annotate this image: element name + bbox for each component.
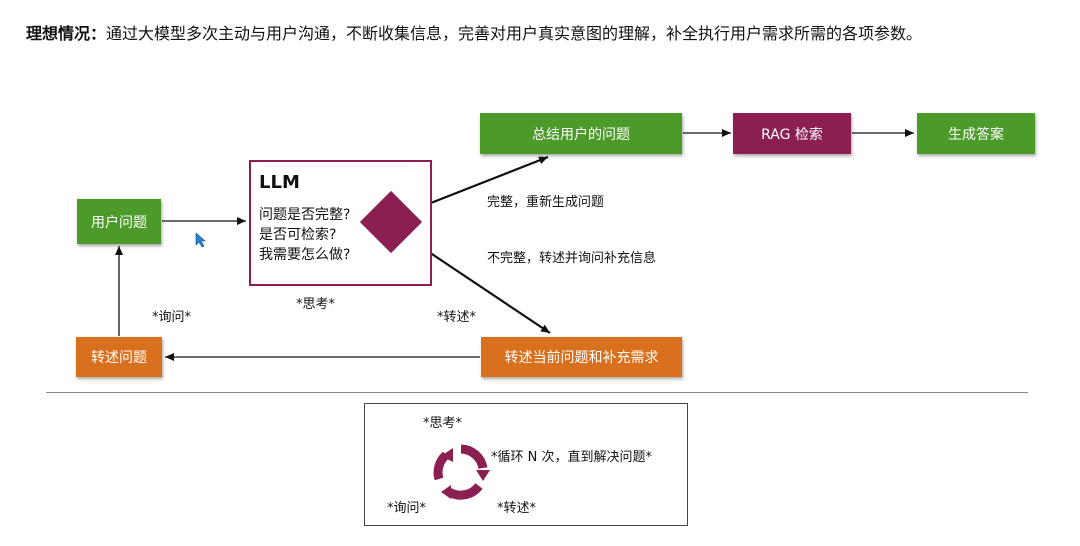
label-ask: *询问* xyxy=(152,310,192,325)
llm-line-retrievable: 是否可检索? xyxy=(259,227,337,243)
node-summarize-label: 总结用户的问题 xyxy=(532,126,630,143)
label-think: *思考* xyxy=(296,297,336,312)
node-restate-question-label: 转述问题 xyxy=(91,350,147,366)
legend-restate: *转述* xyxy=(497,501,537,516)
cycle-icon xyxy=(433,444,490,500)
legend-loop: *循环 N 次，直到解决问题* xyxy=(491,450,652,465)
llm-line-complete: 问题是否完整? xyxy=(259,207,351,223)
label-restate: *转述* xyxy=(437,310,477,325)
node-summarize: 总结用户的问题 xyxy=(480,113,682,154)
node-restate-supplement: 转述当前问题和补充需求 xyxy=(481,337,682,377)
legend-think: *思考* xyxy=(423,416,463,431)
node-user-question-label: 用户问题 xyxy=(91,214,147,231)
legend-ask: *询问* xyxy=(387,501,427,516)
llm-title: LLM xyxy=(259,172,300,193)
node-generate-label: 生成答案 xyxy=(948,126,1004,143)
intro-paragraph: 理想情况：通过大模型多次主动与用户沟通，不断收集信息，完善对用户真实意图的理解，… xyxy=(26,24,1061,43)
arrow-diamond-to-summarize xyxy=(412,155,549,212)
node-rag: RAG 检索 xyxy=(733,113,851,154)
cursor-icon xyxy=(195,232,206,248)
label-incomplete: 不完整，转述并询问补充信息 xyxy=(487,251,657,266)
node-generate: 生成答案 xyxy=(917,113,1035,154)
node-user-question: 用户问题 xyxy=(77,199,161,244)
llm-line-what-to-do: 我需要怎么做? xyxy=(259,247,351,263)
node-restate-supplement-label: 转述当前问题和补充需求 xyxy=(504,350,659,366)
legend-box: *思考* *循环 N 次，直到解决问题* *询问* *转述* xyxy=(364,403,688,526)
node-llm: LLM 问题是否完整? 是否可检索? 我需要怎么做? xyxy=(249,160,432,286)
intro-text: 通过大模型多次主动与用户沟通，不断收集信息，完善对用户真实意图的理解，补全执行用… xyxy=(106,24,923,43)
divider xyxy=(46,392,1028,393)
node-restate-question: 转述问题 xyxy=(76,337,162,377)
label-complete: 完整，重新生成问题 xyxy=(487,195,605,210)
node-rag-label: RAG 检索 xyxy=(761,126,823,143)
intro-bold-label: 理想情况： xyxy=(26,24,107,43)
